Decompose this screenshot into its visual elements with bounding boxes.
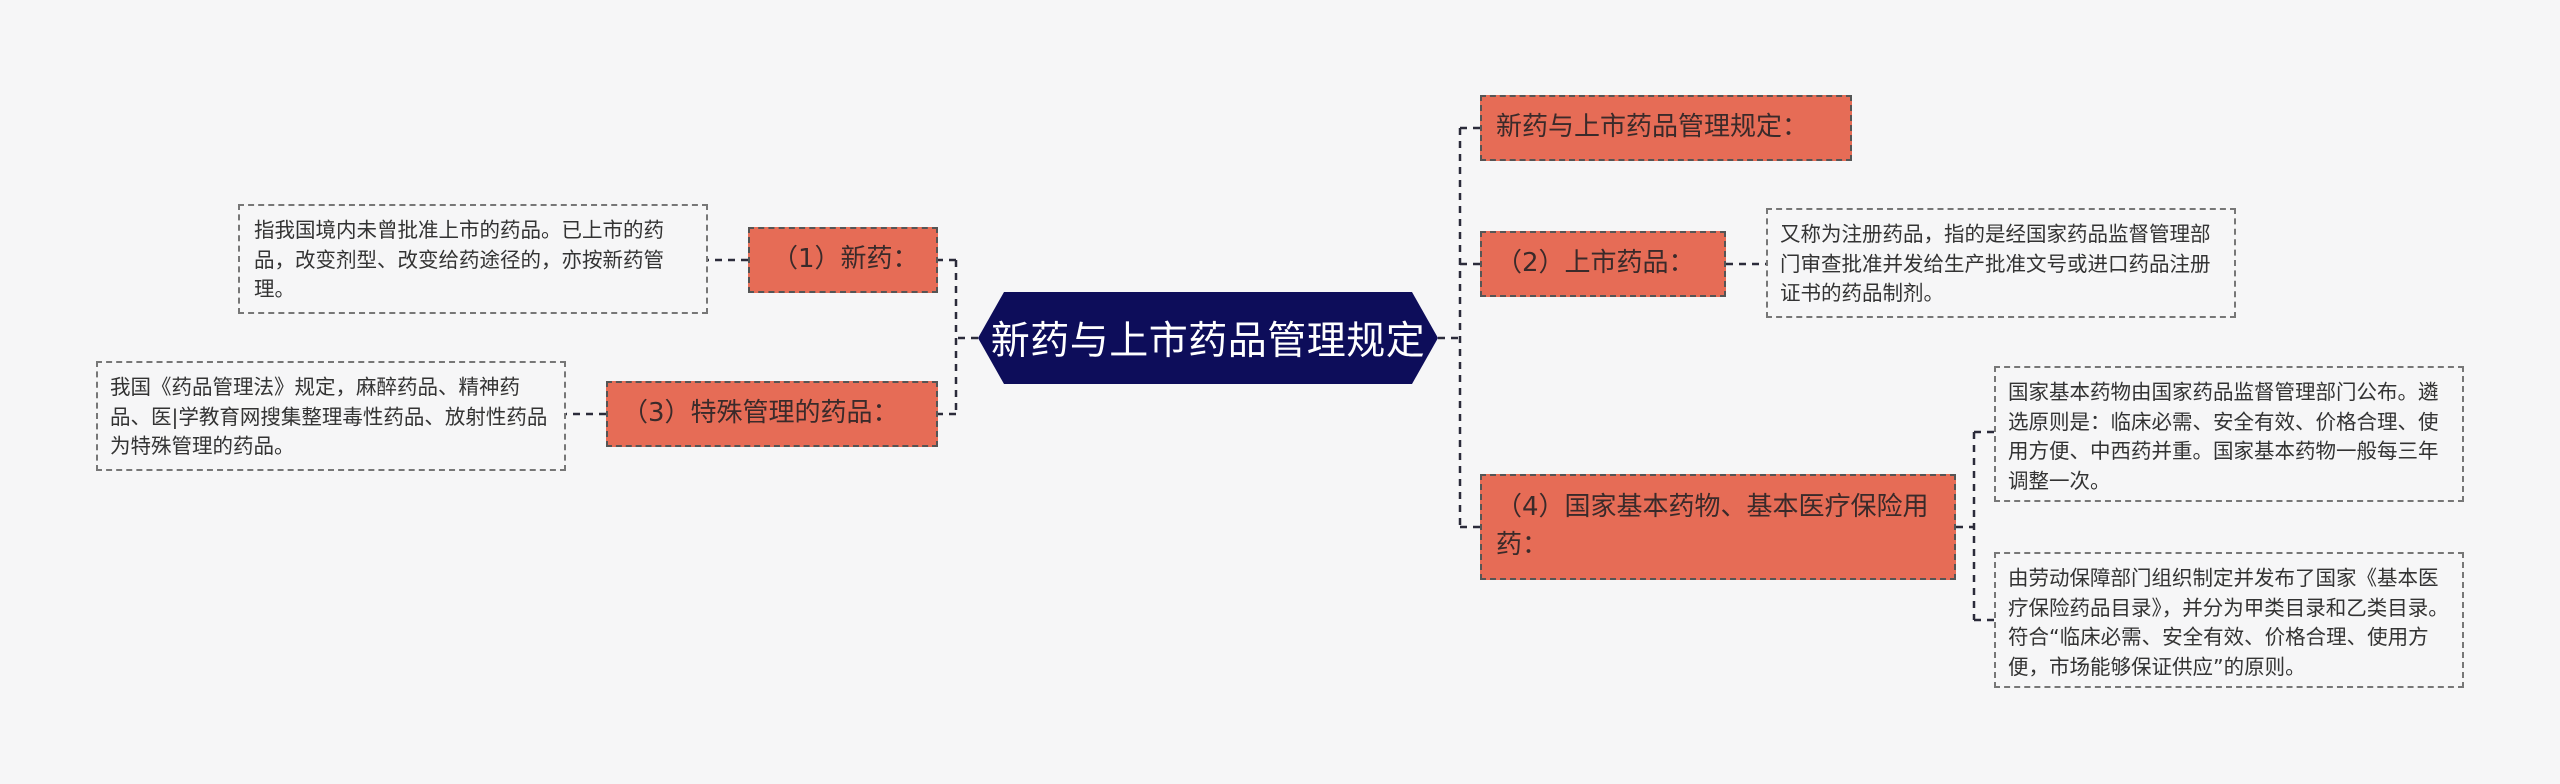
- note-text: 我国《药品管理法》规定，麻醉药品、精神药品、医|学教育网搜集整理毒性药品、放射性…: [110, 375, 548, 459]
- note-essential-medicines: 国家基本药物由国家药品监督管理部门公布。遴选原则是：临床必需、安全有效、价格合理…: [1994, 366, 2464, 502]
- note-special-drugs: 我国《药品管理法》规定，麻醉药品、精神药品、医|学教育网搜集整理毒性药品、放射性…: [96, 361, 566, 471]
- note-marketed-drugs: 又称为注册药品，指的是经国家药品监督管理部门审查批准并发给生产批准文号或进口药品…: [1766, 208, 2236, 318]
- root-topic[interactable]: 新药与上市药品管理规定: [978, 292, 1438, 384]
- topic-regulations[interactable]: 新药与上市药品管理规定：: [1480, 95, 1852, 161]
- topic-label: （2）上市药品：: [1496, 248, 1695, 279]
- note-text: 由劳动保障部门组织制定并发布了国家《基本医疗保险药品目录》，并分为甲类目录和乙类…: [2008, 566, 2449, 680]
- note-text: 又称为注册药品，指的是经国家药品监督管理部门审查批准并发给生产批准文号或进口药品…: [1780, 222, 2211, 306]
- note-text: 国家基本药物由国家药品监督管理部门公布。遴选原则是：临床必需、安全有效、价格合理…: [2008, 380, 2439, 494]
- topic-label: （4）国家基本药物、基本医疗保险用药：: [1496, 492, 1929, 560]
- topic-new-drugs[interactable]: （1）新药：: [748, 227, 938, 293]
- note-new-drugs: 指我国境内未曾批准上市的药品。已上市的药品，改变剂型、改变给药途径的，亦按新药管…: [238, 204, 708, 314]
- note-insurance-catalog: 由劳动保障部门组织制定并发布了国家《基本医疗保险药品目录》，并分为甲类目录和乙类…: [1994, 552, 2464, 688]
- topic-label: 新药与上市药品管理规定：: [1496, 112, 1809, 143]
- topic-label: （1）新药：: [772, 244, 919, 275]
- note-text: 指我国境内未曾批准上市的药品。已上市的药品，改变剂型、改变给药途径的，亦按新药管…: [254, 218, 664, 302]
- topic-label: （3）特殊管理的药品：: [622, 398, 899, 429]
- topic-special-drugs[interactable]: （3）特殊管理的药品：: [606, 381, 938, 447]
- topic-marketed-drugs[interactable]: （2）上市药品：: [1480, 231, 1726, 297]
- topic-essential-medicines[interactable]: （4）国家基本药物、基本医疗保险用药：: [1480, 474, 1956, 580]
- root-title: 新药与上市药品管理规定: [990, 319, 1426, 364]
